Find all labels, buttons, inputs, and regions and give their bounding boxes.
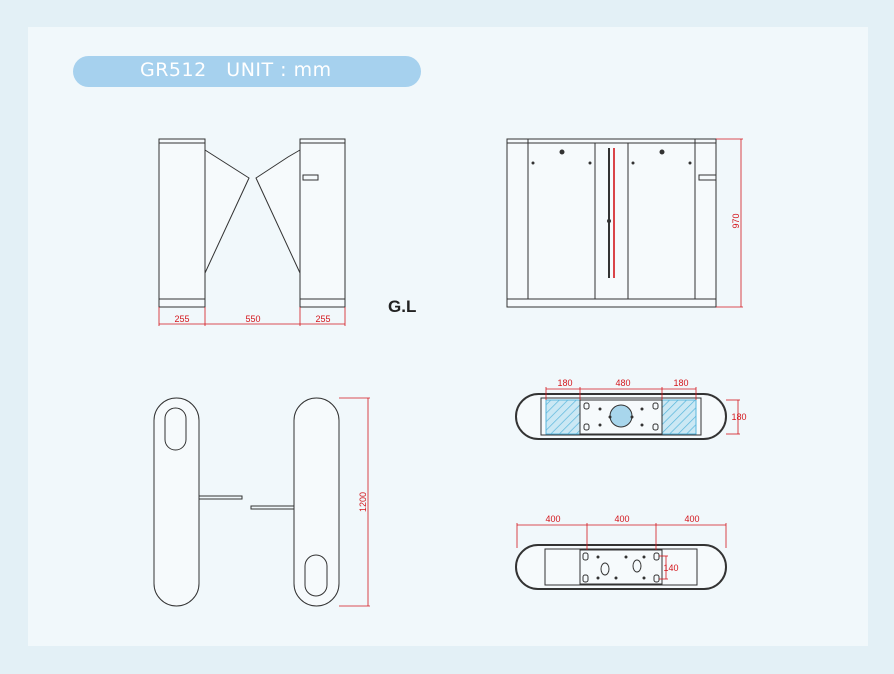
base-lower-dim-middle: 400 [614,514,629,524]
left-cabinet [158,138,206,308]
left-hatched-zone [545,399,581,435]
front-dim-right: 255 [315,314,330,324]
base-plan-lower [515,544,727,590]
top-right-cabinet [293,397,340,607]
base-upper-dim-middle: 480 [615,378,630,388]
right-hatched-zone [661,399,697,435]
right-flap [255,149,301,274]
center-hole [609,404,633,428]
title-banner [73,56,421,87]
left-flap [204,149,250,274]
right-cabinet [299,138,346,308]
base-lower-dimensions [516,523,727,580]
front-view [158,138,346,308]
base-upper-dim-right: 180 [673,378,688,388]
top-dimensions [339,397,370,607]
top-view [153,397,340,607]
base-lower-dim-depth: 140 [663,563,678,573]
front-dim-middle: 550 [245,314,260,324]
page-title: GR512 UNIT : mm [140,59,332,81]
side-view [506,138,717,308]
top-dim-length: 1200 [358,492,368,512]
top-right-flap [250,505,295,510]
side-dim-height: 970 [731,213,741,228]
base-upper-dimensions [545,387,740,435]
side-dimensions [716,138,743,308]
base-lower-dim-right: 400 [684,514,699,524]
base-plan-upper [515,393,727,440]
base-upper-dim-left: 180 [557,378,572,388]
base-lower-dim-left: 400 [545,514,560,524]
top-left-flap [198,495,243,500]
base-upper-dim-depth: 180 [731,412,746,422]
top-left-cabinet [153,397,200,607]
front-dim-left: 255 [174,314,189,324]
front-dimensions [158,307,346,326]
ground-level-label: G.L [388,297,416,316]
